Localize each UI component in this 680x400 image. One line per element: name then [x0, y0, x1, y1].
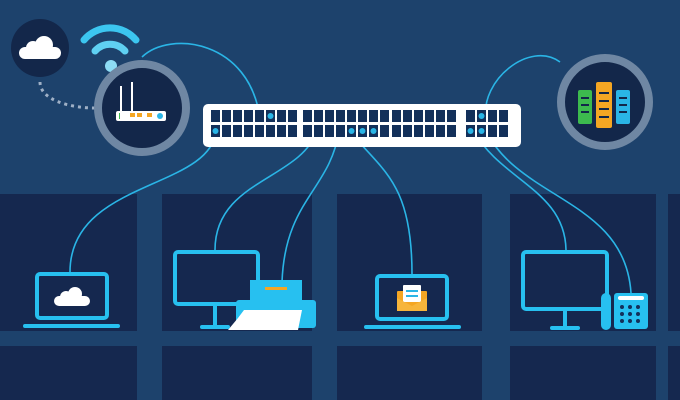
switch-port	[488, 125, 497, 137]
monitor-icon	[173, 250, 260, 329]
switch-port	[303, 110, 312, 122]
switch-port	[358, 110, 367, 122]
wifi-icon	[80, 24, 140, 72]
switch-port	[303, 125, 312, 137]
switch-port	[288, 110, 297, 122]
cables	[38, 42, 632, 294]
switch-port	[211, 110, 220, 122]
switch-port	[436, 110, 445, 122]
router-icon	[116, 82, 166, 121]
switch-port	[277, 125, 286, 137]
phone-key	[620, 312, 624, 316]
server-node	[557, 54, 653, 150]
cloud-icon	[54, 287, 90, 306]
phone-key	[636, 319, 640, 323]
switch-port	[222, 110, 231, 122]
laptop-icon	[23, 272, 120, 328]
phone-key	[620, 305, 624, 309]
port-link-indicator	[348, 128, 355, 134]
port-link-indicator	[359, 128, 366, 134]
switch-port	[403, 110, 412, 122]
switch-port	[369, 110, 378, 122]
port-link-indicator	[212, 128, 219, 134]
switch-port	[244, 125, 253, 137]
switch-port	[277, 110, 286, 122]
switch-port	[233, 110, 242, 122]
switch-port	[222, 125, 231, 137]
switch-port	[325, 110, 334, 122]
switch-port	[466, 110, 475, 122]
phone-key	[628, 305, 632, 309]
shelf-cell	[510, 346, 656, 400]
switch-port	[336, 110, 345, 122]
switch-port	[425, 110, 434, 122]
shelf-cell	[337, 346, 482, 400]
switch-port	[499, 125, 508, 137]
switch-port	[314, 110, 323, 122]
switch-port	[266, 125, 275, 137]
cable-cloud-wireless	[38, 81, 96, 110]
switch-port	[380, 125, 389, 137]
switch-port	[288, 125, 297, 137]
switch-port	[392, 110, 401, 122]
switch-port	[255, 110, 264, 122]
switch-port	[499, 110, 508, 122]
printer-icon	[228, 280, 316, 330]
switch-port	[336, 125, 345, 137]
switch-port	[347, 110, 356, 122]
switch-port	[425, 125, 434, 137]
cloud-icon	[19, 36, 61, 59]
cable-printer	[281, 130, 340, 283]
switch-port	[414, 110, 423, 122]
cable-router-switch	[141, 42, 261, 120]
cable-laptop	[69, 130, 217, 273]
switch-port	[314, 125, 323, 137]
switch-port	[233, 125, 242, 137]
shelf-cell	[668, 194, 680, 331]
switch-port	[488, 110, 497, 122]
switch-port	[447, 110, 456, 122]
phone-key	[620, 319, 624, 323]
cloud-node	[11, 19, 69, 77]
shelf-cell	[162, 346, 312, 400]
phone-key	[628, 319, 632, 323]
shelf-grid	[0, 194, 680, 400]
monitor-icon	[521, 250, 609, 330]
phone-key	[628, 312, 632, 316]
port-link-indicator	[478, 128, 485, 134]
phone-key	[636, 312, 640, 316]
port-link-indicator	[478, 113, 485, 119]
switch-port	[436, 125, 445, 137]
switch-port	[325, 125, 334, 137]
server-rack-icon	[578, 82, 630, 128]
shelf-cell	[0, 346, 137, 400]
switch-port	[380, 110, 389, 122]
email-icon	[397, 285, 427, 311]
shelf-cell	[668, 346, 680, 400]
port-link-indicator	[370, 128, 377, 134]
network-switch-icon	[203, 104, 521, 147]
phone-key	[636, 305, 640, 309]
switch-port	[414, 125, 423, 137]
switch-port	[447, 125, 456, 137]
shelf-cell	[0, 194, 137, 331]
switch-port	[255, 125, 264, 137]
router-node	[94, 60, 190, 156]
switch-port	[392, 125, 401, 137]
switch-port	[244, 110, 253, 122]
switch-port	[403, 125, 412, 137]
cable-phone	[485, 130, 632, 294]
port-link-indicator	[267, 113, 274, 119]
ip-phone-icon	[601, 293, 648, 330]
port-link-indicator	[467, 128, 474, 134]
laptop-icon	[364, 274, 461, 329]
